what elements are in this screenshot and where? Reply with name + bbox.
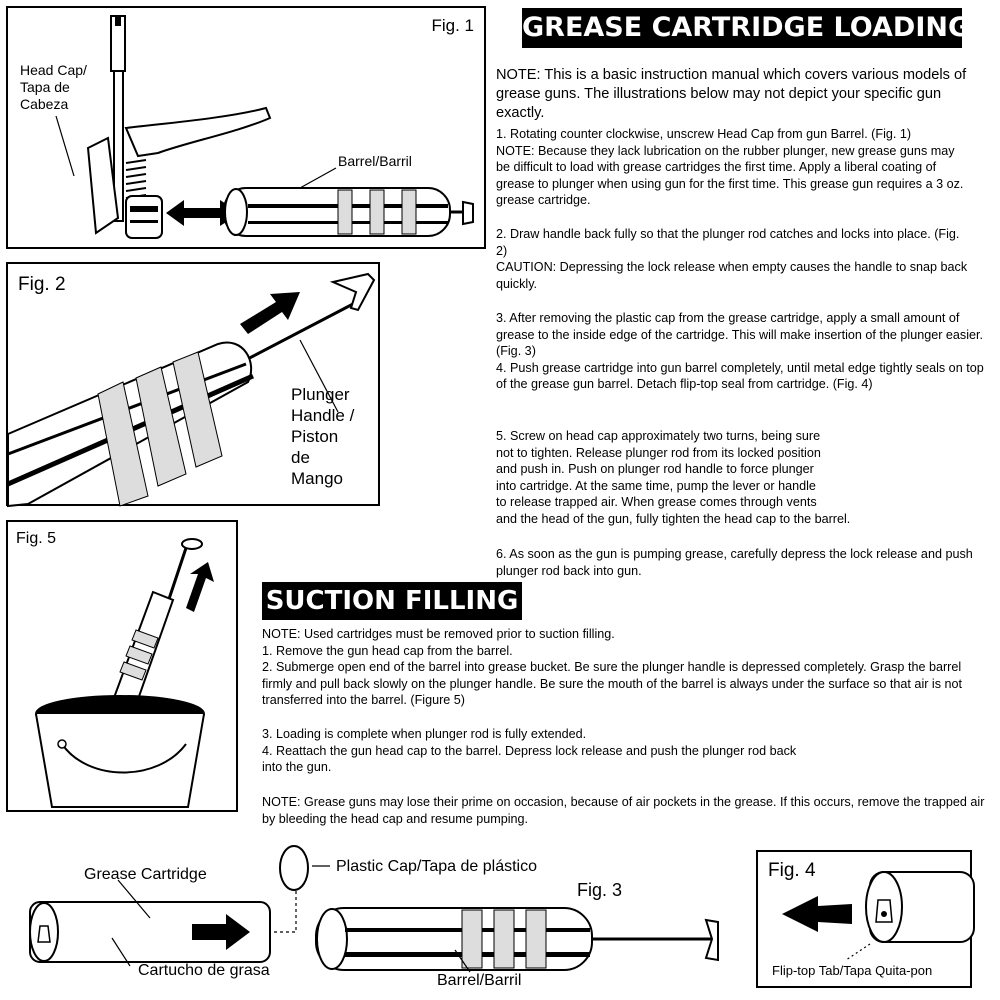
flip-top-label: Flip-top Tab/Tapa Quita-pon bbox=[772, 963, 933, 978]
bucket-suction-illustration bbox=[35, 538, 214, 808]
grease-gun-fig2-illustration bbox=[6, 272, 376, 508]
figure-2: Fig. 2 Plunger Handle / Piston de Mango bbox=[6, 262, 380, 508]
step-2: 2. Draw handle back fully so that the pl… bbox=[496, 227, 968, 291]
step-3-4: 3. After removing the plastic cap from t… bbox=[496, 311, 984, 391]
step-1: 1. Rotating counter clockwise, unscrew H… bbox=[496, 127, 964, 207]
suction-steps-1-2: NOTE: Used cartridges must be removed pr… bbox=[262, 627, 963, 707]
figure-2-label: Fig. 2 bbox=[18, 274, 66, 295]
grease-cartridge-label: Grease Cartridge bbox=[84, 866, 207, 883]
page-title: GREASE CARTRIDGE LOADING bbox=[522, 8, 970, 48]
cartucho-label: Cartucho de grasa bbox=[138, 962, 270, 979]
figure-4: Fig. 4 Flip-top Tab/Tapa Quita-pon bbox=[756, 850, 975, 988]
head-cap-label: Head Cap/ Tapa de Cabeza bbox=[20, 62, 87, 112]
grease-gun-fig1-illustration bbox=[55, 15, 474, 239]
figure-1: Fig. 1 Head Cap/ Tapa de Cabeza Barrel/B… bbox=[6, 6, 486, 249]
suction-title: SUCTION FILLING bbox=[262, 582, 522, 620]
figure-4-label: Fig. 4 bbox=[768, 860, 816, 881]
barrel-label: Barrel/Barril bbox=[338, 153, 412, 169]
figure-5: Fig. 5 bbox=[6, 520, 238, 812]
cartridge-fig3-illustration bbox=[29, 845, 719, 973]
figure-5-label: Fig. 5 bbox=[16, 530, 57, 547]
step-6: 6. As soon as the gun is pumping grease,… bbox=[496, 547, 973, 578]
step-5: 5. Screw on head cap approximately two t… bbox=[496, 429, 851, 526]
figure-3-label: Fig. 3 bbox=[577, 880, 623, 900]
figure-1-label: Fig. 1 bbox=[431, 16, 474, 35]
fig3-barrel-label: Barrel/Barril bbox=[437, 972, 522, 989]
suction-steps-3-4: 3. Loading is complete when plunger rod … bbox=[262, 727, 797, 774]
plunger-handle-label: Plunger Handle / Piston de Mango bbox=[291, 385, 355, 488]
flip-top-fig4-illustration bbox=[782, 871, 975, 961]
plastic-cap-label: Plastic Cap/Tapa de plástico bbox=[336, 858, 537, 875]
suction-note: NOTE: Grease guns may lose their prime o… bbox=[262, 795, 985, 826]
intro-note: NOTE: This is a basic instruction manual… bbox=[496, 67, 967, 121]
